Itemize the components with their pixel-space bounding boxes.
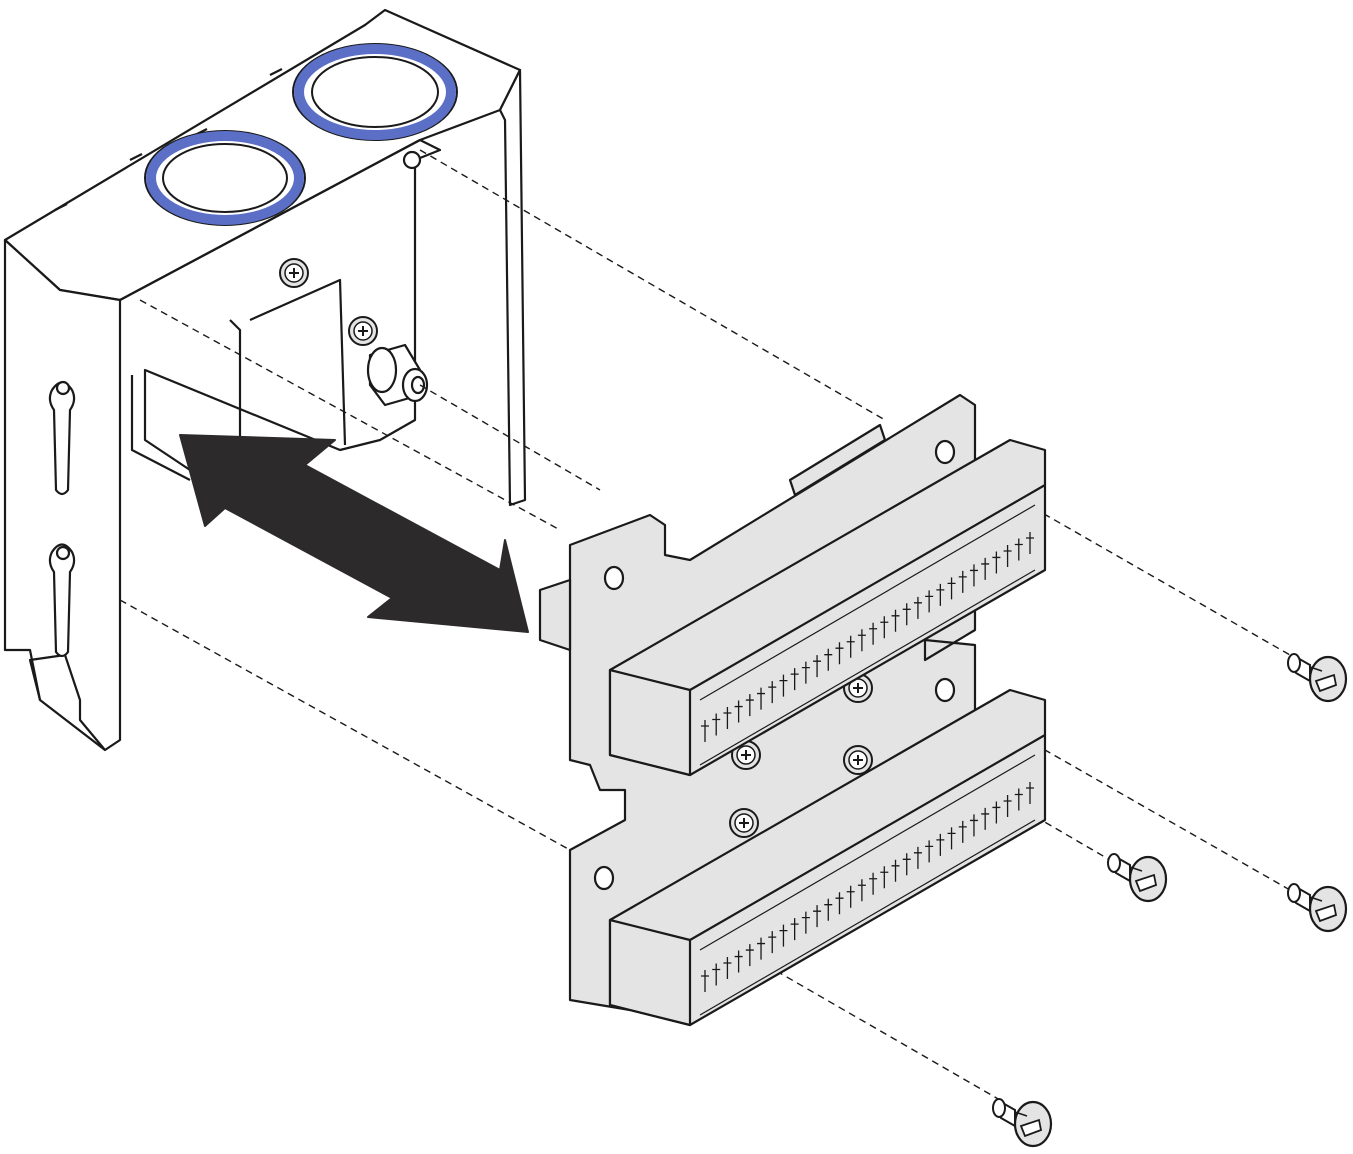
connector-pin [936,583,945,606]
connector-pin [913,846,922,869]
connector-pin [813,655,822,678]
screw-top-right [1286,652,1348,703]
connector-pin [958,570,967,593]
connector-pin [969,814,978,837]
connector-pin [790,918,799,941]
connector-pin [701,970,709,992]
connector-pin [880,866,889,889]
connector-pin [768,681,777,704]
connector-pin [992,801,1001,824]
connector-pin [913,596,922,619]
connector-pin [712,963,721,986]
connector-pin [869,622,878,645]
connector-pin [824,898,833,921]
connector-pin [947,827,956,850]
screw-middle [1106,852,1168,903]
connector-pin [779,674,788,697]
connector-pin [734,700,743,723]
connector-pin [936,833,945,856]
connector-pin [824,648,833,671]
connector-pin [1026,782,1034,804]
connector-pin [835,892,844,915]
connector-pin [712,713,721,736]
install-direction-arrow [179,434,529,633]
connector-pin [801,661,810,684]
connector-pin [757,937,766,960]
connector-pin [992,551,1001,574]
connector-pin [891,609,900,632]
connector-pin [768,931,777,954]
connector-pin [779,924,788,947]
connector-pin [925,590,934,613]
connector-pin [869,872,878,895]
connector-pin [757,687,766,710]
upper-slot-pins [701,532,1034,742]
riser-bracket [3,8,527,752]
connector-pin [734,950,743,973]
connector-pin [790,668,799,691]
connector-pin [981,557,990,580]
connector-pin [880,616,889,639]
lower-slot-pins [701,782,1034,992]
connector-pin [745,944,754,967]
connector-pin [723,957,732,980]
connector-pin [1003,544,1012,567]
connector-pin [846,885,855,908]
connector-pin [813,905,822,928]
connector-pin [947,577,956,600]
connector-pin [958,820,967,843]
cable-grommet-rings [144,43,458,226]
connector-pin [857,879,866,902]
screw-bottom [991,1097,1053,1148]
connector-pin [846,635,855,658]
connector-pin [1014,788,1023,811]
connector-pin [891,859,900,882]
connector-pin [1014,538,1023,561]
connector-pin [1003,794,1012,817]
screw-right [1286,882,1348,933]
connector-pin [835,642,844,665]
connector-pin [981,807,990,830]
connector-pin [925,840,934,863]
connector-pin [723,707,732,730]
lower-slot [608,688,1047,1027]
connector-pin [701,720,709,742]
connector-pin [902,603,911,626]
connector-pin [745,694,754,717]
connector-pin [801,911,810,934]
connector-pin [1026,532,1034,554]
connector-pin [857,629,866,652]
connector-pin [969,564,978,587]
connector-pin [902,853,911,876]
